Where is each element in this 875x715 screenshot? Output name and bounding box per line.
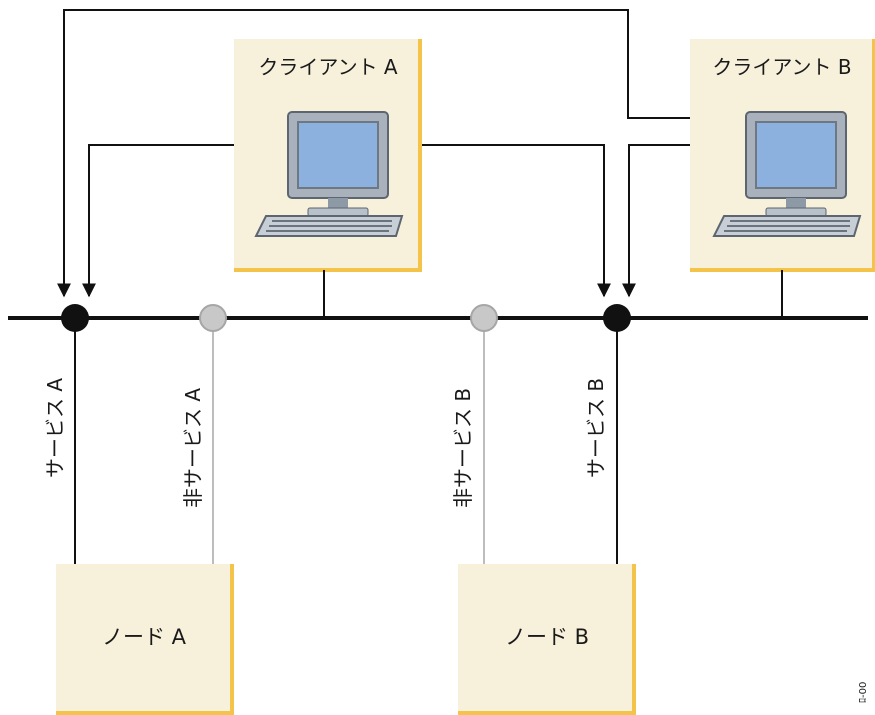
client-routes [57, 9, 690, 298]
non-service-b-address [470, 304, 498, 332]
non-service-b-label: 非サービス B [451, 388, 475, 508]
node-a-label: ノード A [102, 625, 187, 649]
route-client-b-to-service-b [622, 144, 690, 298]
computer-icon [712, 111, 862, 237]
client-a-box: クライアント A [234, 39, 422, 318]
node-b-box: ノード B [458, 564, 636, 715]
non-service-a-label: 非サービス A [181, 388, 205, 508]
route-client-a-to-service-a [82, 144, 236, 298]
node-b-label: ノード B [505, 625, 589, 649]
node-links [74, 318, 618, 564]
service-b-address [603, 304, 631, 332]
computer-icon [254, 111, 404, 237]
non-service-a-address [199, 304, 227, 332]
route-client-a-to-service-b [420, 144, 611, 298]
route-client-b-to-service-a [57, 9, 690, 298]
node-a-box: ノード A [56, 564, 234, 715]
service-b-label: サービス B [584, 378, 608, 478]
client-a-label: クライアント A [258, 55, 398, 79]
figure-id: ﾛ-00 [858, 682, 869, 703]
client-b-label: クライアント B [712, 55, 851, 79]
client-b-box: クライアント B [690, 39, 875, 318]
service-a-address [61, 304, 89, 332]
service-a-label: サービス A [43, 378, 67, 478]
